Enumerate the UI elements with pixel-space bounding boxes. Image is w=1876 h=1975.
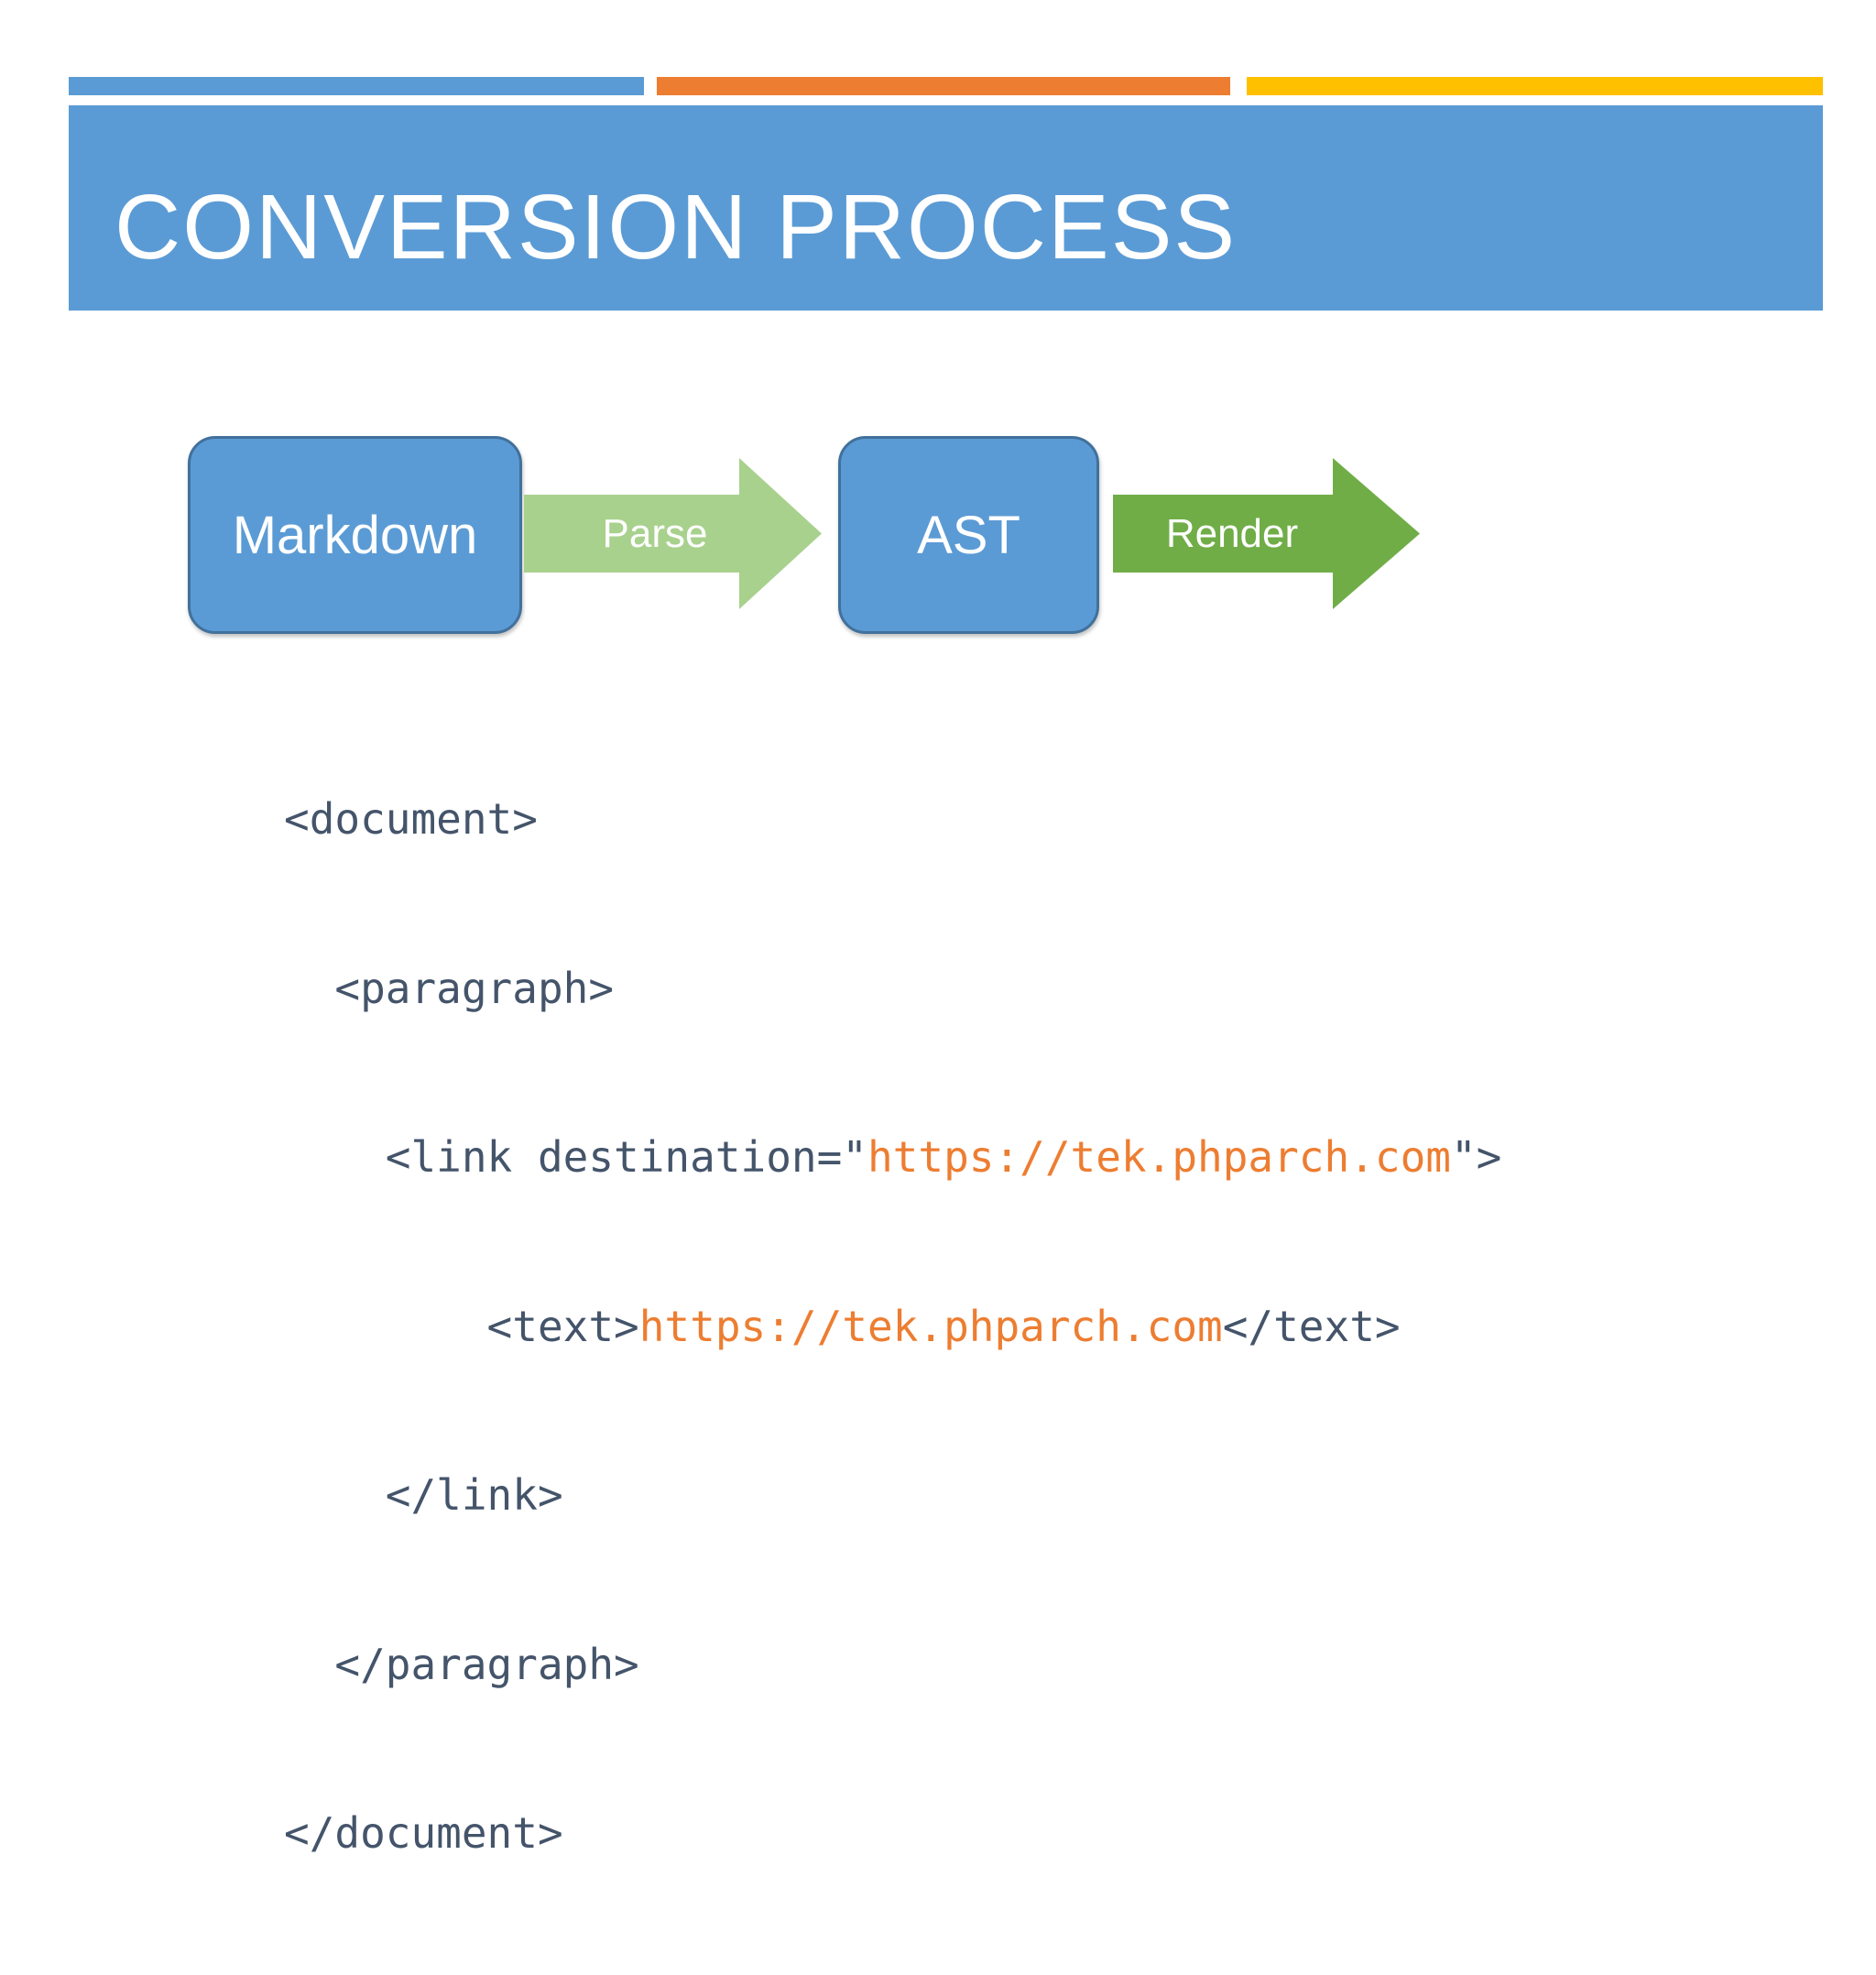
- ast-node-label: AST: [917, 505, 1020, 565]
- link-url: https://tek.phparch.com: [867, 1132, 1451, 1182]
- right-arrow-icon: [524, 458, 822, 609]
- render-arrow-shape: [1113, 458, 1420, 609]
- markdown-node-label: Markdown: [232, 505, 478, 565]
- page-title: CONVERSION PROCESS: [115, 175, 1238, 278]
- top-accent-bar-yellow: [1247, 77, 1823, 95]
- code-line: <paragraph>: [284, 963, 615, 1013]
- code-line: <link destination="https://tek.phparch.c…: [284, 1132, 1502, 1182]
- code-line: </link>: [284, 1470, 563, 1520]
- right-arrow-icon: [1113, 458, 1420, 609]
- code-line: <document>: [284, 794, 538, 844]
- code-line: </paragraph>: [284, 1639, 639, 1689]
- markdown-node: Markdown: [188, 436, 522, 634]
- top-accent-bar-orange: [657, 77, 1230, 95]
- code-block: <document> <paragraph> <link destination…: [284, 679, 1501, 1975]
- title-band: CONVERSION PROCESS: [69, 105, 1823, 311]
- parse-arrow-shape: [524, 458, 822, 609]
- link-url: https://tek.phparch.com: [638, 1301, 1223, 1351]
- render-arrow-label: Render: [1165, 510, 1299, 556]
- ast-node: AST: [838, 436, 1099, 634]
- parse-arrow-label: Parse: [602, 510, 708, 556]
- slide: CONVERSION PROCESS Markdown Parse AST Re…: [69, 77, 1823, 1858]
- code-line: <text>https://tek.phparch.com</text>: [284, 1301, 1401, 1351]
- code-line: </document>: [284, 1808, 563, 1858]
- top-accent-bar-blue: [69, 77, 644, 95]
